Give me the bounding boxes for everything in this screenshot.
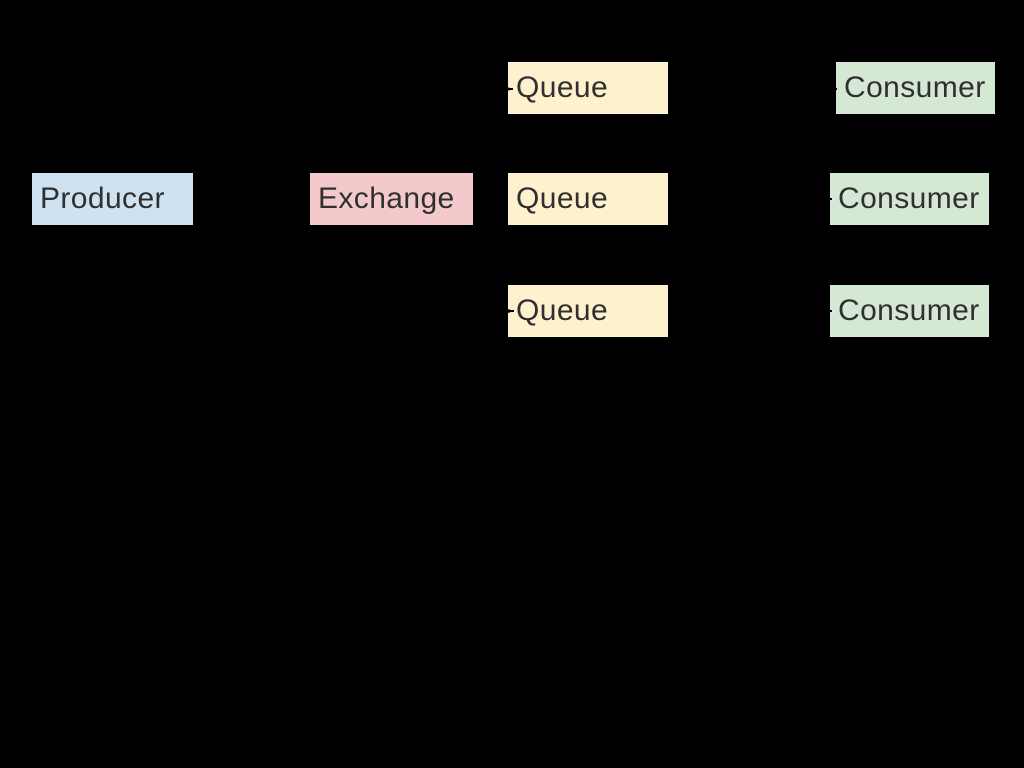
node-consumer-2: Consumer: [830, 173, 989, 225]
node-producer-label: Producer: [40, 182, 165, 215]
node-queue-3-label: Queue: [516, 294, 609, 327]
edge-exchange-queue-1: [473, 85, 513, 200]
node-queue-1: Queue: [508, 62, 668, 114]
node-producer: Producer: [32, 173, 193, 225]
node-consumer-1-label: Consumer: [844, 71, 986, 104]
node-consumer-2-label: Consumer: [838, 182, 980, 215]
node-queue-2-label: Queue: [516, 182, 609, 215]
node-queue-1-label: Queue: [516, 71, 609, 104]
node-exchange-label: Exchange: [318, 182, 455, 215]
node-consumer-1: Consumer: [836, 62, 995, 114]
node-exchange: Exchange: [310, 173, 473, 225]
node-consumer-3: Consumer: [830, 285, 989, 337]
node-queue-2: Queue: [508, 173, 668, 225]
node-consumer-3-label: Consumer: [838, 294, 980, 327]
node-queue-3: Queue: [508, 285, 668, 337]
